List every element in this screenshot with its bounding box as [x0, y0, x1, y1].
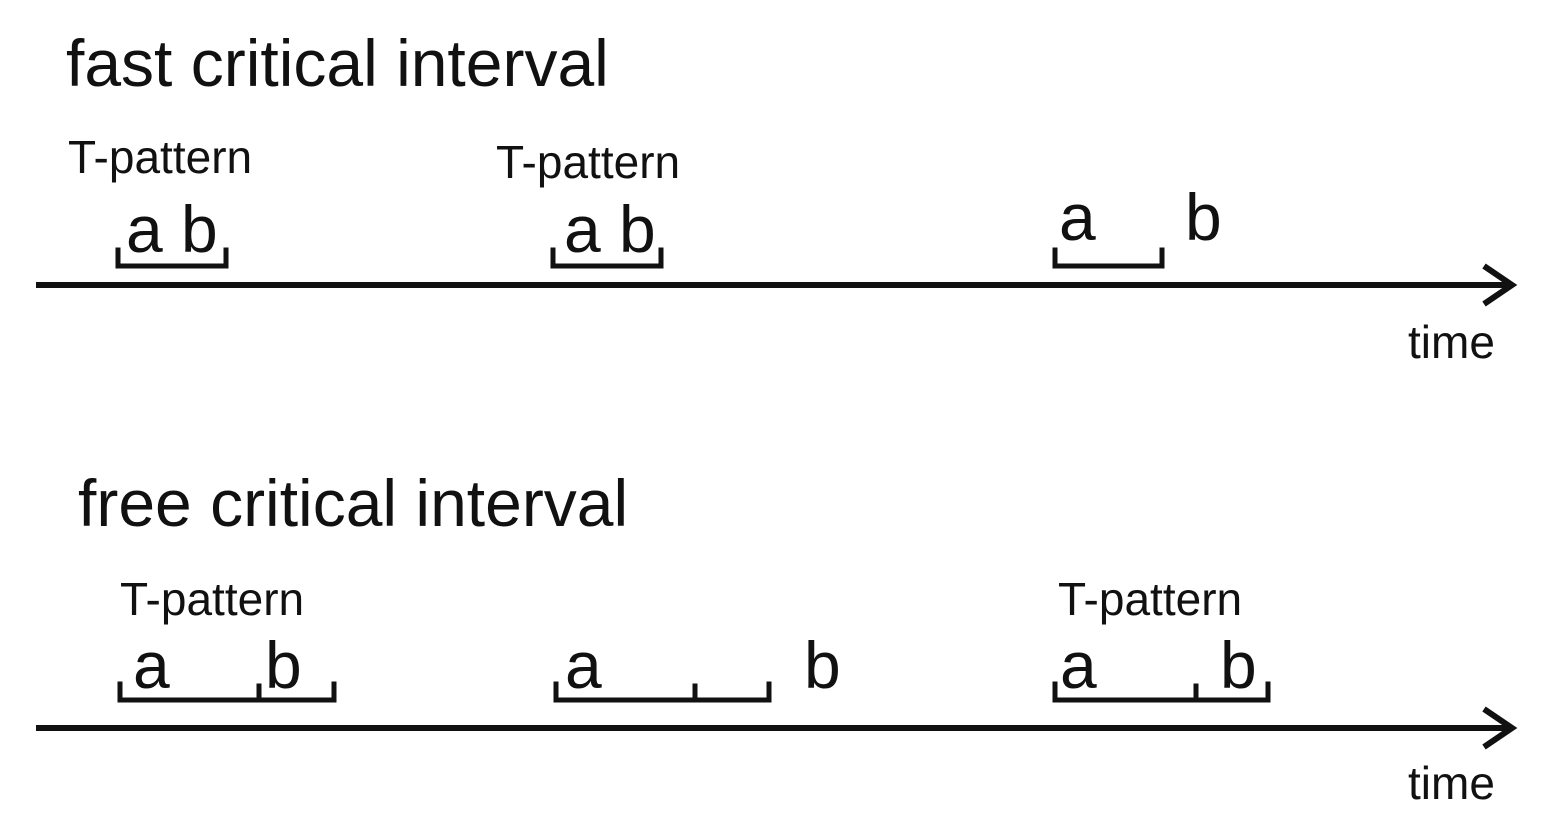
event-b: b: [804, 628, 841, 702]
event-a: a: [565, 628, 602, 702]
time-axis-arrowhead: [1482, 263, 1518, 307]
t-pattern-label: T-pattern: [68, 131, 253, 183]
time-axis-label: time: [1408, 316, 1495, 368]
t-pattern-label: T-pattern: [1058, 573, 1243, 625]
interval-bracket: [550, 247, 664, 269]
panel-title: free critical interval: [78, 466, 629, 540]
t-pattern-label: T-pattern: [496, 136, 681, 188]
interval-bracket: [1052, 681, 1271, 703]
event-b: b: [1185, 180, 1222, 254]
interval-bracket: [117, 681, 337, 703]
interval-bracket: [553, 681, 772, 703]
t-pattern-label: T-pattern: [120, 573, 305, 625]
event-b: b: [1220, 628, 1257, 702]
event-b: b: [181, 192, 218, 266]
panel-title: fast critical interval: [66, 26, 609, 100]
time-axis-label: time: [1408, 757, 1495, 809]
event-a: a: [1060, 628, 1097, 702]
event-a: a: [1059, 180, 1096, 254]
event-a: a: [133, 628, 170, 702]
event-b: b: [619, 192, 656, 266]
event-a: a: [126, 192, 163, 266]
interval-bracket: [1052, 247, 1165, 269]
interval-bracket: [115, 247, 229, 269]
event-b: b: [265, 628, 302, 702]
time-axis-arrowhead: [1482, 706, 1518, 750]
event-a: a: [564, 192, 601, 266]
